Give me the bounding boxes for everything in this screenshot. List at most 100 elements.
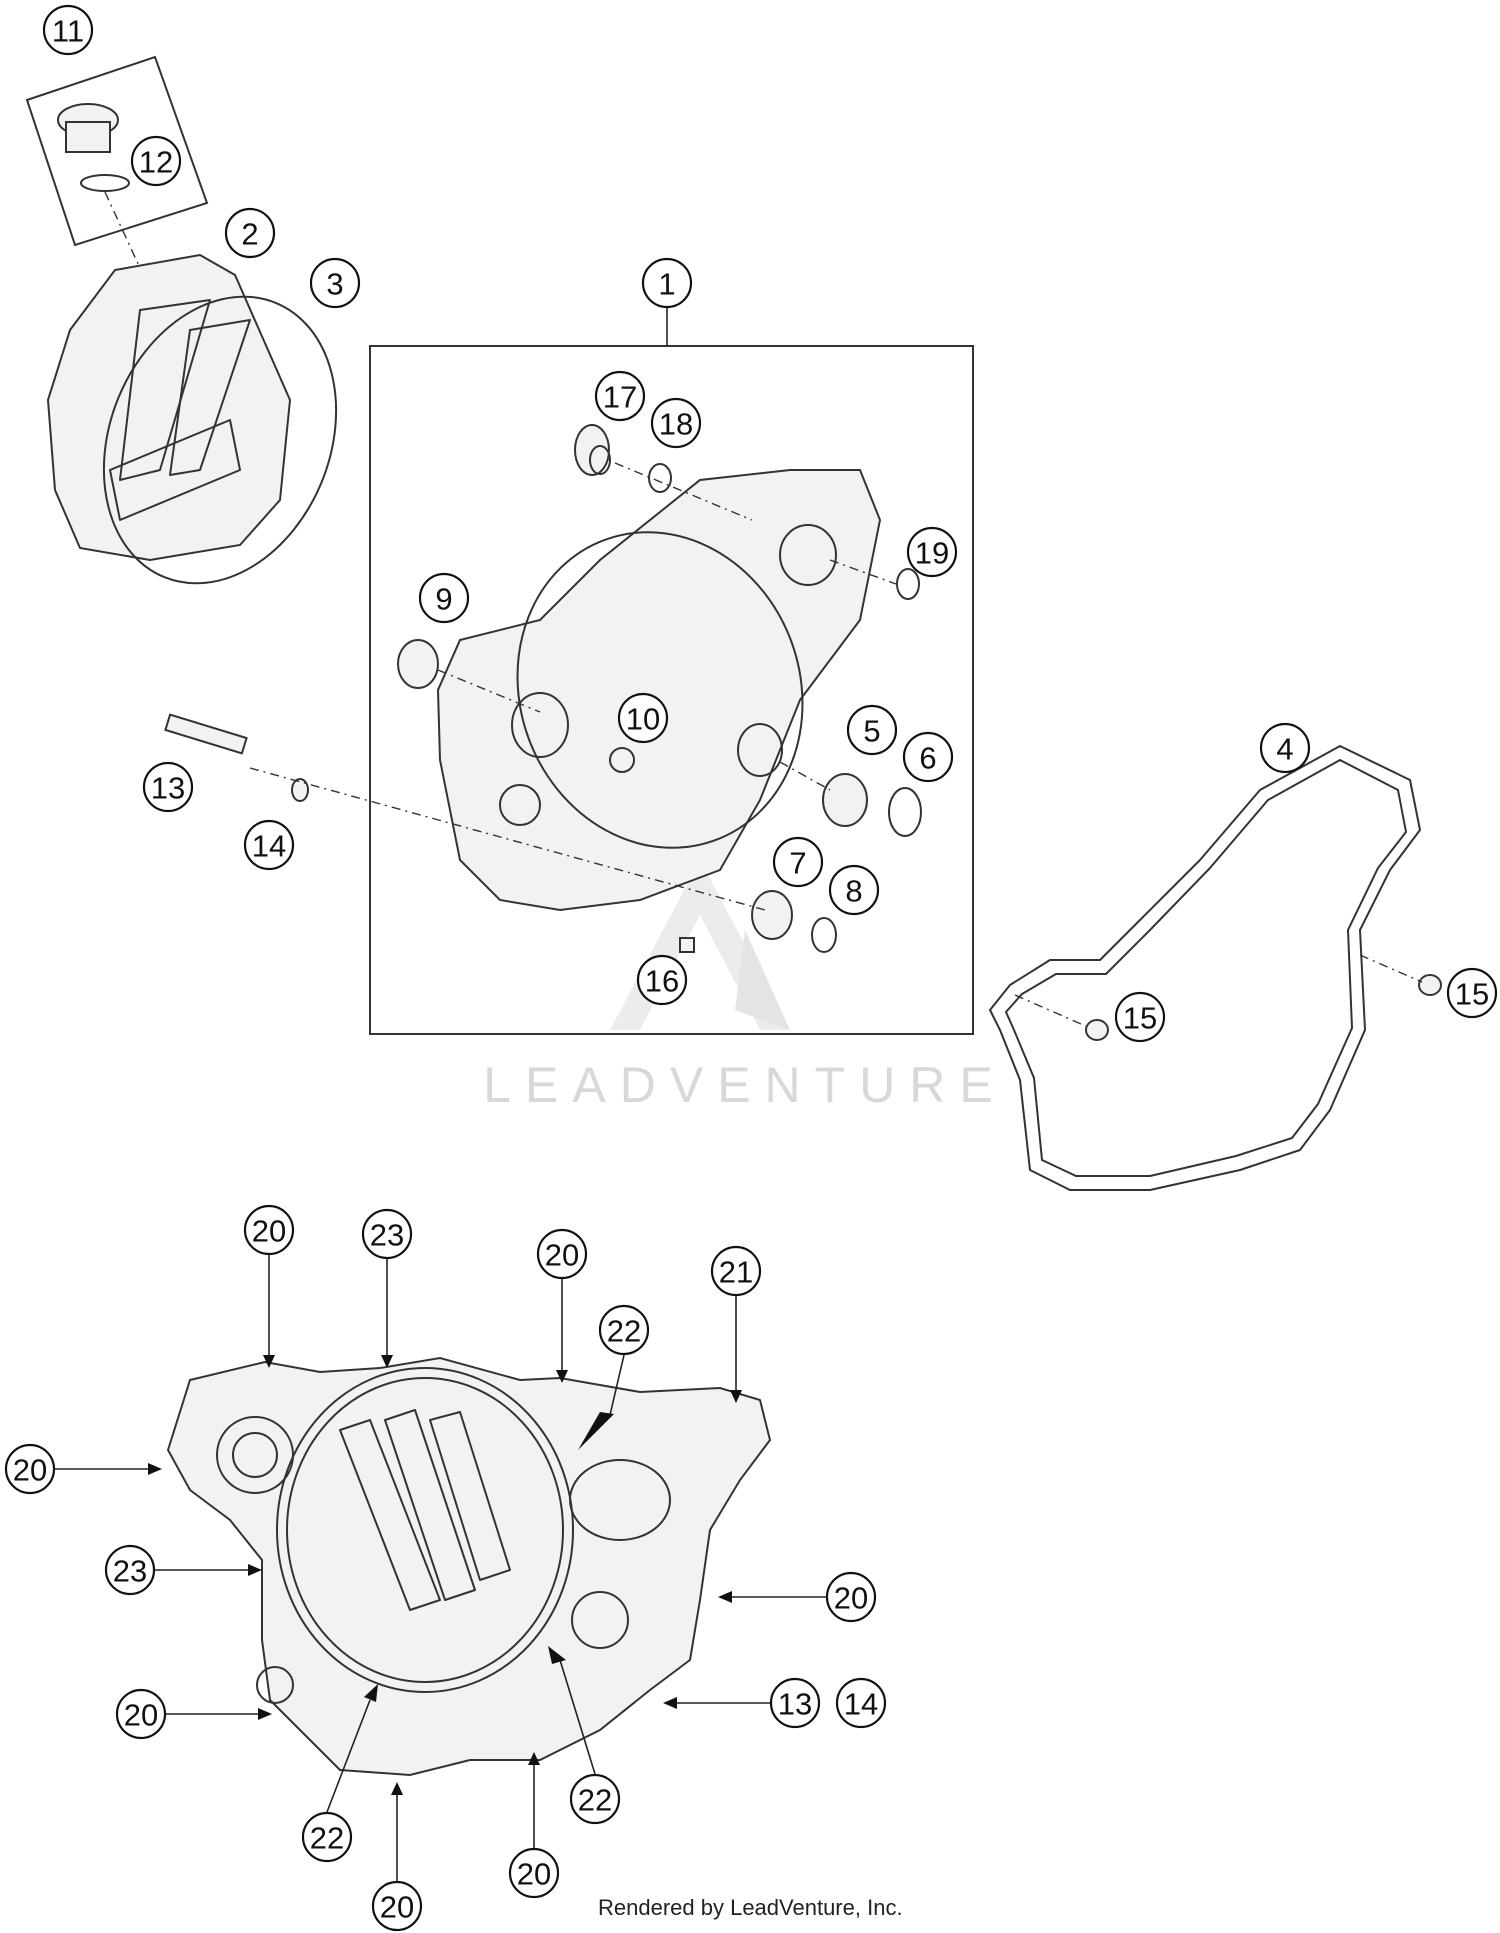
seals-and-bushings (397, 424, 922, 953)
callout-circle (828, 864, 880, 916)
callout-number: 8 (845, 874, 862, 909)
callout-18: 18 (650, 397, 702, 449)
callout-circle (617, 692, 669, 744)
callout-number: 9 (435, 582, 452, 617)
callout-23: 23 (361, 1208, 413, 1260)
callout-circle (130, 135, 182, 187)
callout-13: 13 (769, 1677, 821, 1729)
callout-number: 18 (659, 407, 693, 442)
long-bolt-and-washer (164, 713, 766, 911)
clutch-cover-housing (436, 469, 882, 912)
leader-lines (55, 1255, 826, 1881)
kit-box-filler-plug (25, 55, 209, 247)
callout-circle (636, 954, 688, 1006)
callout-circle (569, 1773, 621, 1825)
callout-circle (772, 836, 824, 888)
callout-circle (1114, 991, 1166, 1043)
footer-credit: Rendered by LeadVenture, Inc. (598, 1895, 903, 1920)
inner-cover-gasket (989, 745, 1442, 1191)
callout-number: 6 (919, 741, 936, 776)
callout-number: 20 (834, 1581, 868, 1616)
callout-number: 10 (626, 702, 660, 737)
callout-number: 4 (1276, 732, 1293, 767)
callout-20: 20 (4, 1443, 56, 1495)
callout-number: 2 (241, 217, 258, 252)
callout-circle (769, 1677, 821, 1729)
callout-9: 9 (418, 572, 470, 624)
callout-circle (508, 1847, 560, 1899)
callout-6: 6 (902, 731, 954, 783)
callout-circle (243, 1204, 295, 1256)
callout-2: 2 (224, 207, 276, 259)
callout-circle (1259, 722, 1311, 774)
callout-number: 21 (719, 1255, 753, 1290)
callout-circle (371, 1880, 423, 1932)
callout-number: 17 (603, 380, 637, 415)
callout-number: 5 (863, 714, 880, 749)
callout-20: 20 (115, 1688, 167, 1740)
callout-14: 14 (835, 1677, 887, 1729)
callout-number: 14 (252, 829, 286, 864)
callout-number: 20 (517, 1857, 551, 1892)
callout-20: 20 (536, 1228, 588, 1280)
callout-circle (594, 370, 646, 422)
callout-3: 3 (309, 257, 361, 309)
callout-5: 5 (846, 704, 898, 756)
callout-20: 20 (825, 1571, 877, 1623)
callout-circle (902, 731, 954, 783)
callout-20: 20 (508, 1847, 560, 1899)
callout-20: 20 (371, 1880, 423, 1932)
outer-clutch-cover (46, 253, 292, 562)
callout-circle (846, 704, 898, 756)
callout-number: 14 (844, 1687, 878, 1722)
callout-number: 13 (778, 1687, 812, 1722)
callout-number: 20 (380, 1890, 414, 1925)
callout-19: 19 (906, 526, 958, 578)
callout-circle (710, 1245, 762, 1297)
assembled-clutch-cover (166, 1356, 772, 1777)
callout-number: 13 (151, 771, 185, 806)
callout-number: 15 (1455, 977, 1489, 1012)
callout-11: 11 (42, 4, 94, 56)
callout-circle (115, 1688, 167, 1740)
callout-circle (142, 761, 194, 813)
callout-number: 7 (789, 846, 806, 881)
callout-number: 20 (545, 1238, 579, 1273)
callout-17: 17 (594, 370, 646, 422)
callout-1: 1 (641, 257, 693, 309)
callout-number: 3 (326, 267, 343, 302)
callout-circle (650, 397, 702, 449)
callout-number: 23 (370, 1218, 404, 1253)
callout-number: 20 (124, 1698, 158, 1733)
callout-20: 20 (243, 1204, 295, 1256)
callout-circle (835, 1677, 887, 1729)
callout-16: 16 (636, 954, 688, 1006)
callout-number: 15 (1123, 1001, 1157, 1036)
callout-number: 20 (13, 1453, 47, 1488)
kit-box-clutch-cover (369, 345, 974, 1035)
callout-circle (536, 1228, 588, 1280)
callout-number: 12 (139, 145, 173, 180)
callout-number: 20 (252, 1214, 286, 1249)
callout-13: 13 (142, 761, 194, 813)
callout-number: 22 (578, 1783, 612, 1818)
callout-circle (301, 1811, 353, 1863)
callout-7: 7 (772, 836, 824, 888)
callout-number: 11 (52, 14, 84, 49)
callout-circle (42, 4, 94, 56)
cover-gasket-ring (102, 295, 338, 585)
callout-21: 21 (710, 1245, 762, 1297)
callout-circle (825, 1571, 877, 1623)
callout-circle (224, 207, 276, 259)
callout-circle (418, 572, 470, 624)
callout-10: 10 (617, 692, 669, 744)
callout-22: 22 (598, 1304, 650, 1356)
callout-circle (104, 1544, 156, 1596)
callout-number: 22 (607, 1314, 641, 1349)
callout-23: 23 (104, 1544, 156, 1596)
callout-12: 12 (130, 135, 182, 187)
callout-4: 4 (1259, 722, 1311, 774)
callout-number: 23 (113, 1554, 147, 1589)
